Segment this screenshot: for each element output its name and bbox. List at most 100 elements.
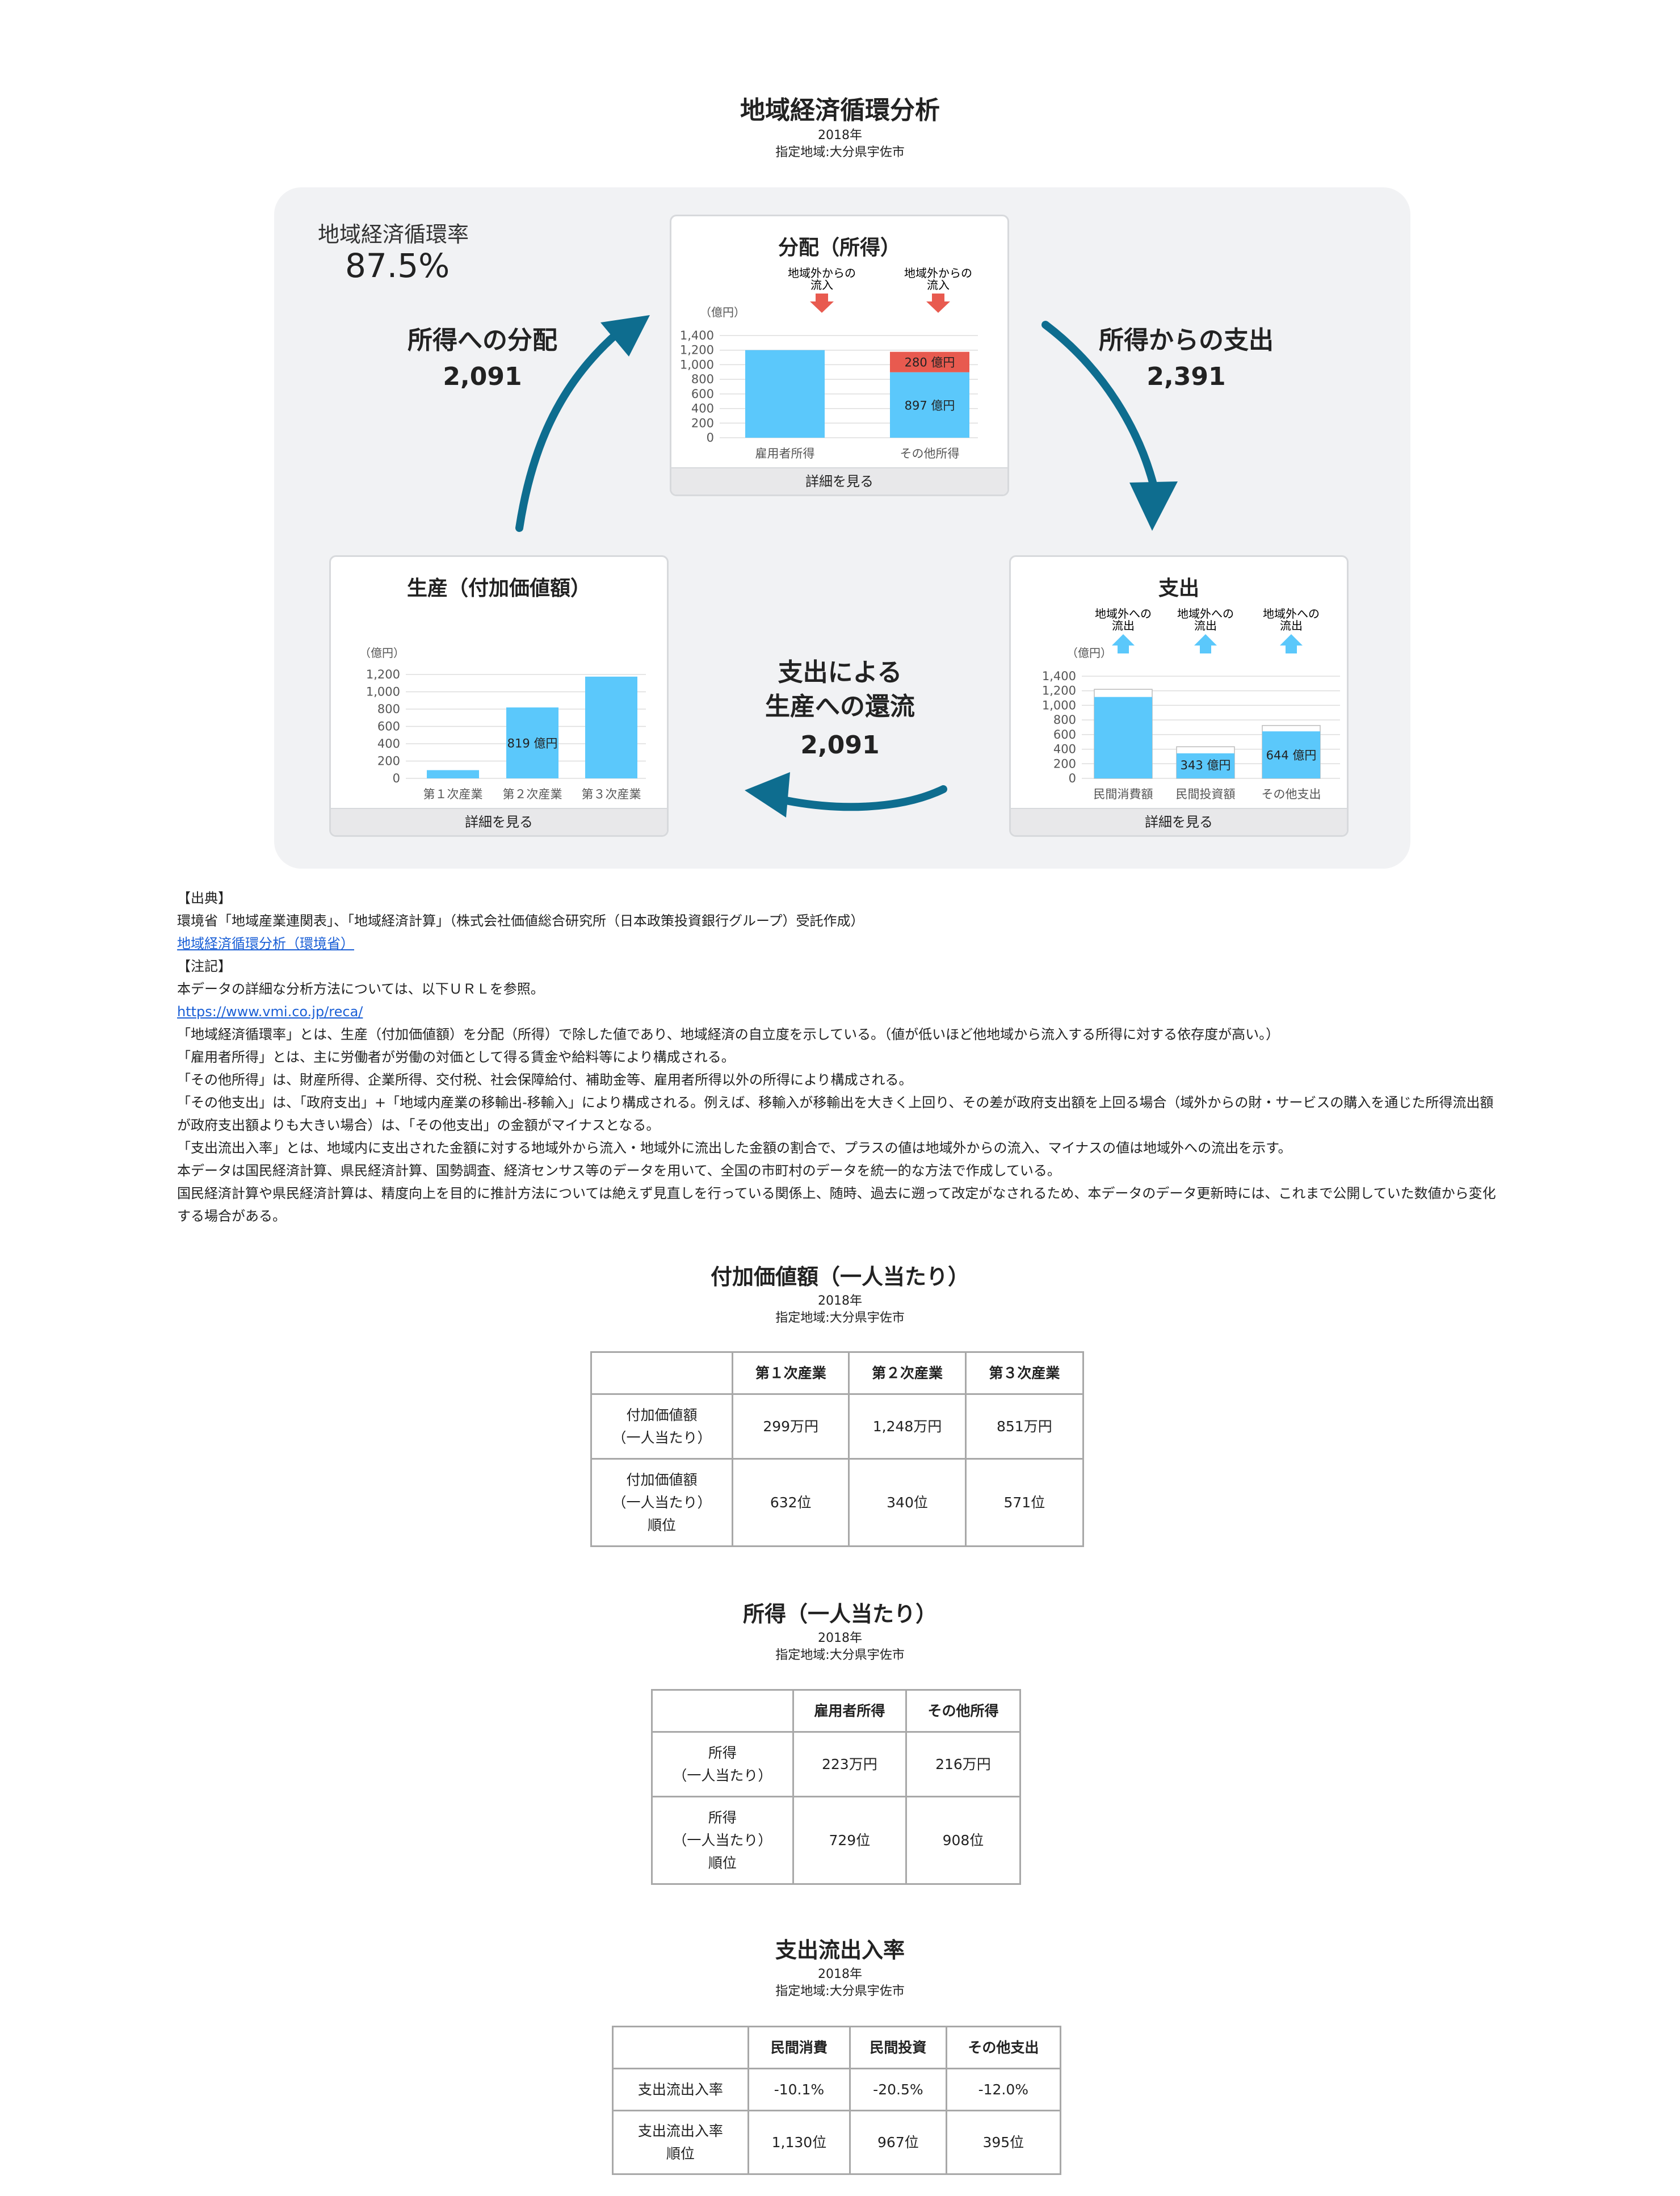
- dist-inflow-arrow-2: [926, 294, 950, 313]
- table-cell: 851万円: [964, 1393, 1085, 1460]
- table-cell: 216万円: [905, 1731, 1022, 1797]
- note-line-7: 国民経済計算や県民経済計算は、精度向上を目的に推計方法については絶えず見直しを行…: [177, 1185, 1496, 1224]
- distribution-chart: 地域外からの 流入 地域外からの 流入 （億円） 02004006008001,…: [680, 266, 978, 460]
- source-text: 環境省「地域産業連関表」、「地域経済計算」（株式会社価値総合研究所（日本政策投資…: [177, 913, 864, 929]
- flow-return-value: 2,091: [800, 731, 880, 760]
- table-row: 所得（一人当たり）順位 729位 908位: [651, 1796, 1022, 1885]
- note-line-5: 「支出流出入率」とは、地域内に支出された金額に対する地域外から流入・地域外に流出…: [177, 1140, 1292, 1156]
- table-header: 雇用者所得: [792, 1689, 907, 1733]
- bar: [427, 770, 479, 778]
- exp-outflow-note-6: 流出: [1280, 619, 1303, 632]
- production-detail-link[interactable]: 詳細を見る: [331, 808, 667, 835]
- flow-from-income-label: 所得からの支出: [1099, 326, 1274, 355]
- table-cell: 967位: [849, 2110, 947, 2175]
- y-tick-label: 1,000: [680, 358, 714, 371]
- note-line-2: 「雇用者所得」とは、主に労働者が労働の対価として得る賃金や給料等により構成される…: [177, 1049, 735, 1065]
- dist-unit: （億円）: [700, 305, 745, 319]
- table-header: 第２次産業: [848, 1351, 967, 1395]
- prod-unit: （億円）: [359, 646, 405, 660]
- source-heading: 【出典】: [177, 890, 232, 906]
- exp-outflow-note-1: 地域外への: [1095, 607, 1152, 621]
- y-tick-label: 400: [377, 737, 400, 751]
- flow-return-label-2: 生産への還流: [765, 692, 915, 721]
- x-tick-label: その他支出: [1262, 787, 1321, 801]
- flow-to-income-value: 2,091: [443, 362, 522, 391]
- note-url-link[interactable]: https://www.vmi.co.jp/reca/: [177, 1004, 363, 1020]
- exp-outflow-note-5: 地域外への: [1263, 607, 1320, 621]
- row-label: 所得（一人当たり）順位: [651, 1796, 794, 1885]
- arrow-from-income: [1041, 321, 1159, 495]
- inflow-data-label: 280 億円: [905, 356, 955, 370]
- income-table: 雇用者所得 その他所得 所得（一人当たり） 223万円 216万円 所得（一人当…: [651, 1689, 1022, 1885]
- y-tick-label: 1,200: [1042, 684, 1076, 698]
- arrow-to-income-head: [600, 315, 650, 357]
- y-tick-label: 1,400: [1042, 669, 1076, 683]
- bar: [1177, 753, 1234, 778]
- note-line-4: 「その他支出」は、「政府支出」+「地域内産業の移輸出-移輸入」により構成される。…: [177, 1095, 1494, 1133]
- bar: [890, 372, 969, 438]
- y-tick-label: 200: [691, 416, 714, 430]
- value-added-title: 付加価値額（一人当たり）: [710, 1264, 969, 1289]
- y-tick-label: 1,000: [1042, 698, 1076, 712]
- arrow-return-head: [745, 772, 790, 818]
- table-header: 民間投資: [849, 2026, 947, 2069]
- x-tick-label: 民間投資額: [1176, 787, 1236, 801]
- bar: [745, 350, 825, 438]
- note-line-0: 本データの詳細な分析方法については、以下ＵＲＬを参照。: [177, 981, 544, 997]
- y-tick-label: 0: [393, 772, 400, 785]
- table-cell: 908位: [905, 1796, 1022, 1885]
- y-tick-label: 0: [707, 431, 714, 445]
- arrow-from-income-head: [1129, 481, 1178, 531]
- x-tick-label: 雇用者所得: [755, 447, 815, 460]
- table-row: 第１次産業 第２次産業 第３次産業: [590, 1351, 1085, 1395]
- expenditure-rate-year: 2018年: [818, 1967, 862, 1981]
- row-label: 付加価値額（一人当たり）: [590, 1393, 734, 1460]
- source-link[interactable]: 地域経済循環分析（環境省）: [177, 936, 354, 952]
- y-tick-label: 600: [1053, 728, 1076, 741]
- row-label: 付加価値額（一人当たり）順位: [590, 1458, 734, 1547]
- table-cell: 223万円: [792, 1731, 907, 1797]
- row-label: 支出流出入率: [612, 2068, 749, 2111]
- flow-to-income-label: 所得への分配: [408, 326, 557, 355]
- expenditure-detail-link[interactable]: 詳細を見る: [1011, 808, 1347, 835]
- table-cell: 729位: [792, 1796, 907, 1885]
- table-cell: -12.0%: [945, 2068, 1062, 2111]
- table-cell: 395位: [945, 2110, 1062, 2175]
- x-tick-label: 第１次産業: [423, 787, 483, 801]
- bar-data-label: 819 億円: [507, 737, 558, 751]
- x-tick-label: 民間消費額: [1094, 787, 1153, 801]
- row-label: 所得（一人当たり）: [651, 1731, 794, 1797]
- income-region: 指定地域:大分県宇佐市: [775, 1648, 905, 1662]
- exp-outflow-note-4: 流出: [1194, 619, 1217, 632]
- bar: [585, 676, 637, 778]
- y-tick-label: 800: [377, 702, 400, 716]
- table-row: 支出流出入率 -10.1% -20.5% -12.0%: [612, 2068, 1062, 2111]
- y-tick-label: 400: [1053, 743, 1076, 756]
- table-row: 付加価値額（一人当たり） 299万円 1,248万円 851万円: [590, 1393, 1085, 1460]
- value-added-region: 指定地域:大分県宇佐市: [775, 1311, 905, 1325]
- table-header-empty: [590, 1351, 734, 1395]
- y-tick-label: 200: [377, 755, 400, 768]
- distribution-detail-link[interactable]: 詳細を見る: [671, 467, 1007, 494]
- table-cell: -10.1%: [747, 2068, 851, 2111]
- table-cell: -20.5%: [849, 2068, 947, 2111]
- notes-section: 【出典】 環境省「地域産業連関表」、「地域経済計算」（株式会社価値総合研究所（日…: [177, 887, 1505, 1227]
- note-line-3: 「その他所得」は、財産所得、企業所得、交付税、社会保障給付、補助金等、雇用者所得…: [177, 1072, 913, 1088]
- bar-data-label: 644 億円: [1266, 749, 1317, 762]
- distribution-card-title: 分配（所得）: [778, 236, 901, 259]
- bar: [506, 707, 558, 778]
- expenditure-rate-title: 支出流出入率: [775, 1938, 905, 1963]
- flow-return-label-1: 支出による: [778, 658, 902, 687]
- exp-unit: （億円）: [1066, 646, 1112, 660]
- exp-outflow-arrow-2: [1194, 634, 1217, 653]
- expenditure-rate-region: 指定地域:大分県宇佐市: [775, 1984, 905, 1998]
- table-cell: 1,248万円: [848, 1393, 967, 1460]
- y-tick-label: 200: [1053, 757, 1076, 770]
- y-tick-label: 600: [691, 387, 714, 401]
- table-cell: 571位: [964, 1458, 1085, 1547]
- circulation-rate-value: 87.5%: [345, 246, 450, 285]
